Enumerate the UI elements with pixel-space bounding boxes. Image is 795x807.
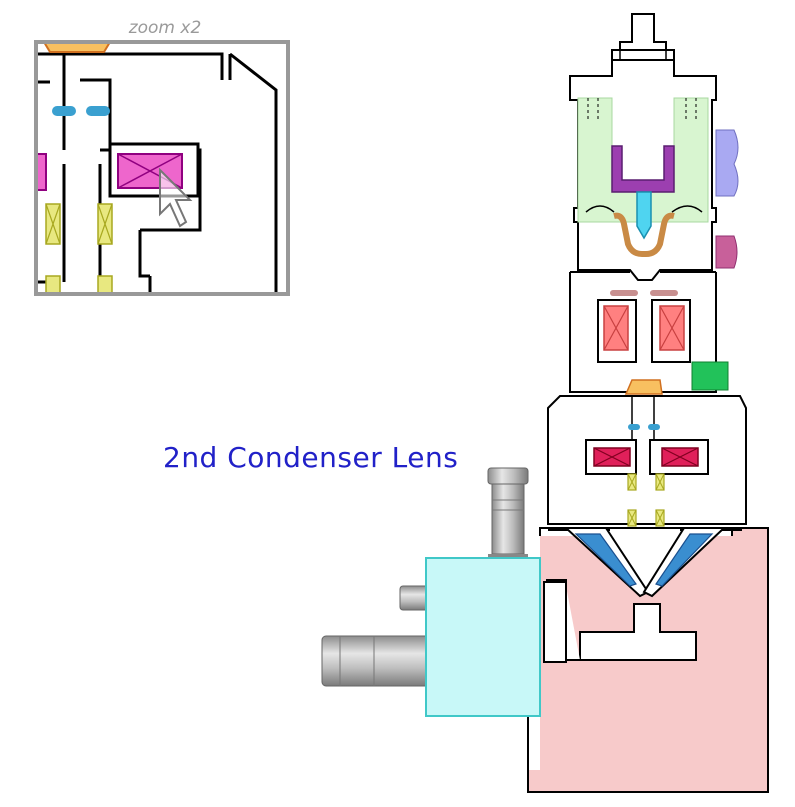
detector-stem-top	[487, 467, 529, 485]
zoom-coil-left	[36, 153, 47, 191]
condenser-section-2	[547, 395, 747, 527]
zoom-frame	[34, 40, 290, 296]
anode	[613, 212, 675, 257]
filament	[636, 191, 652, 240]
objective-coil-right	[655, 533, 714, 587]
wehnelt-cylinder	[611, 145, 675, 193]
eds-detector-tube	[321, 635, 433, 687]
zoom-aperture	[42, 42, 112, 53]
condenser-section-1	[569, 271, 729, 395]
ion-pump-lower	[715, 235, 738, 269]
zoom-caption: zoom x2	[128, 18, 202, 38]
objective-aperture	[624, 379, 663, 395]
gate-valve	[691, 361, 729, 391]
electron-gun	[569, 13, 739, 281]
aperture-dot-right	[648, 424, 660, 430]
aperture-strip-left	[610, 290, 638, 296]
aperture-dot-left	[628, 424, 640, 430]
specimen-stage	[579, 603, 697, 661]
detectors	[321, 467, 541, 717]
detector-housing	[425, 557, 541, 717]
zoom-dot-right	[86, 106, 110, 116]
zoom-dot-left	[52, 106, 76, 116]
arrow-cursor-icon	[159, 167, 193, 228]
zoom-inset	[34, 40, 290, 296]
objective-coil-left	[574, 533, 637, 587]
gun-stem	[619, 13, 667, 53]
highlight-label: 2nd Condenser Lens	[163, 441, 459, 474]
specimen-chamber	[527, 527, 769, 793]
ion-pump-upper	[715, 129, 739, 197]
aperture-strip-right	[650, 290, 678, 296]
eds-detector-small	[399, 585, 429, 611]
